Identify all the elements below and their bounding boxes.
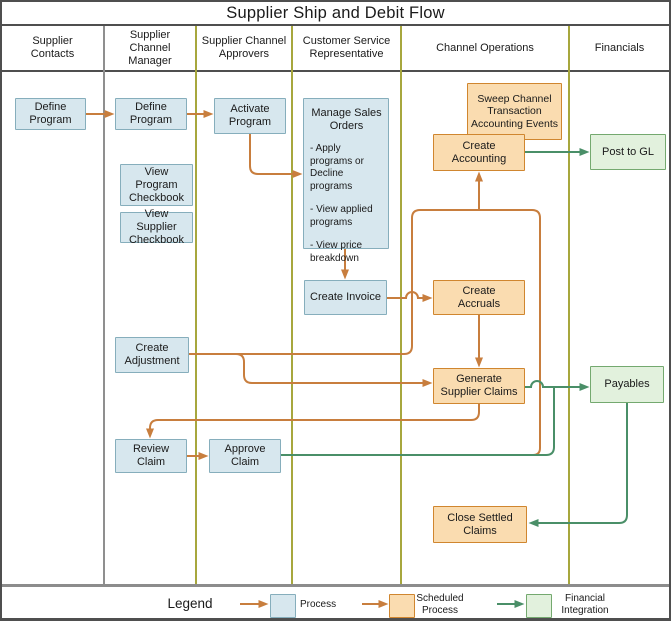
lane-header-customer-service-representative: Customer Service Representative <box>293 26 400 70</box>
node-label: Sweep Channel Transaction Accounting Eve… <box>471 92 558 130</box>
node-label: Post to GL <box>602 145 654 158</box>
lane-header-supplier-channel-approvers: Supplier Channel Approvers <box>197 26 291 70</box>
node-view-supplier-checkbook: View Supplier Checkbook <box>120 208 193 246</box>
lane-header-label: Supplier Channel Manager <box>128 28 172 67</box>
legend-scheduled-swatch <box>389 594 415 618</box>
lane-header-label: Customer Service Representative <box>302 35 391 60</box>
lane-line-2 <box>195 26 197 585</box>
node-label: Create Accounting <box>451 139 507 165</box>
lane-header-label: Supplier Contacts <box>30 35 75 60</box>
node-approve-claim: Approve Claim <box>209 439 281 473</box>
bullet-view-price-breakdown: - View price breakdown <box>310 240 363 264</box>
legend-title: Legend <box>167 596 213 611</box>
node-generate-supplier-claims: Generate Supplier Claims <box>433 368 525 404</box>
node-label: Define Program <box>29 101 72 126</box>
node-create-invoice: Create Invoice <box>304 280 387 315</box>
node-label: Create Adjustment <box>124 342 180 367</box>
node-define-program-channel-manager: Define Program <box>115 98 187 130</box>
lane-header-channel-operations: Channel Operations <box>402 26 568 70</box>
node-post-to-gl: Post to GL <box>590 134 666 170</box>
lane-header-label: Channel Operations <box>436 41 534 54</box>
legend-separator <box>2 584 669 587</box>
lane-header-label: Supplier Channel Approvers <box>201 35 287 60</box>
node-label: Generate Supplier Claims <box>440 373 518 398</box>
lane-line-3 <box>291 26 293 585</box>
node-create-accounting: Create Accounting <box>433 134 525 171</box>
connector-activate-to-manage-sales-orders <box>249 134 303 178</box>
node-create-adjustment: Create Adjustment <box>115 337 189 373</box>
legend-integration-label: Financial Integration <box>561 593 609 616</box>
node-label: View Program Checkbook <box>128 165 185 204</box>
node-label: Activate Program <box>228 103 272 128</box>
header-divider-line <box>2 70 669 72</box>
node-view-program-checkbook: View Program Checkbook <box>120 164 193 206</box>
lane-header-label: Financials <box>594 41 645 54</box>
node-label: Create Accruals <box>457 284 501 310</box>
node-define-program-supplier-contacts: Define Program <box>15 98 86 130</box>
node-label: Manage Sales Orders <box>311 107 382 132</box>
lane-header-supplier-channel-manager: Supplier Channel Manager <box>105 26 195 70</box>
node-sweep-channel-transaction-accounting-events: Sweep Channel Transaction Accounting Eve… <box>467 83 562 140</box>
node-label: Payables <box>604 378 650 390</box>
legend-scheduled-label: Scheduled Process <box>416 593 464 616</box>
bullet-view-applied-programs: - View applied programs <box>310 204 373 228</box>
lane-header-financials: Financials <box>570 26 669 70</box>
legend-integration-swatch <box>526 594 552 618</box>
node-label: View Supplier Checkbook <box>128 208 185 246</box>
node-manage-sales-orders: Manage Sales Orders - Apply programs or … <box>303 98 389 264</box>
connector-create-invoice-to-create-accruals <box>387 291 433 302</box>
connector-approve-claim-to-create-accounting <box>479 209 541 456</box>
connector-generate-claims-to-payables <box>525 380 590 391</box>
lane-header-supplier-contacts: Supplier Contacts <box>2 26 103 70</box>
node-label: Approve Claim <box>224 443 266 468</box>
node-close-settled-claims: Close Settled Claims <box>433 506 527 543</box>
node-payables: Payables <box>590 366 664 403</box>
lane-line-4 <box>400 26 402 585</box>
manage-sales-orders-bullets: - Apply programs or Decline programs - V… <box>310 143 383 276</box>
node-label: Define Program <box>129 101 173 126</box>
lane-line-5 <box>568 26 570 585</box>
node-label: Close Settled Claims <box>447 511 513 537</box>
legend-process-swatch <box>270 594 296 618</box>
legend-process-label: Process <box>300 599 337 610</box>
node-label: Create Invoice <box>310 291 381 303</box>
node-review-claim: Review Claim <box>115 439 187 473</box>
diagram-title: Supplier Ship and Debit Flow <box>2 2 669 26</box>
node-label: Review Claim <box>132 443 170 468</box>
node-create-accruals: Create Accruals <box>433 280 525 315</box>
connector-payables-to-close-settled-claims <box>528 403 628 527</box>
connector-create-adjustment-to-generate-claims <box>235 353 433 387</box>
node-activate-program: Activate Program <box>214 98 286 134</box>
connector-generate-claims-to-review-claim <box>146 404 480 439</box>
lane-line-1 <box>103 26 105 585</box>
bullet-apply-programs: - Apply programs or Decline programs <box>310 143 364 192</box>
